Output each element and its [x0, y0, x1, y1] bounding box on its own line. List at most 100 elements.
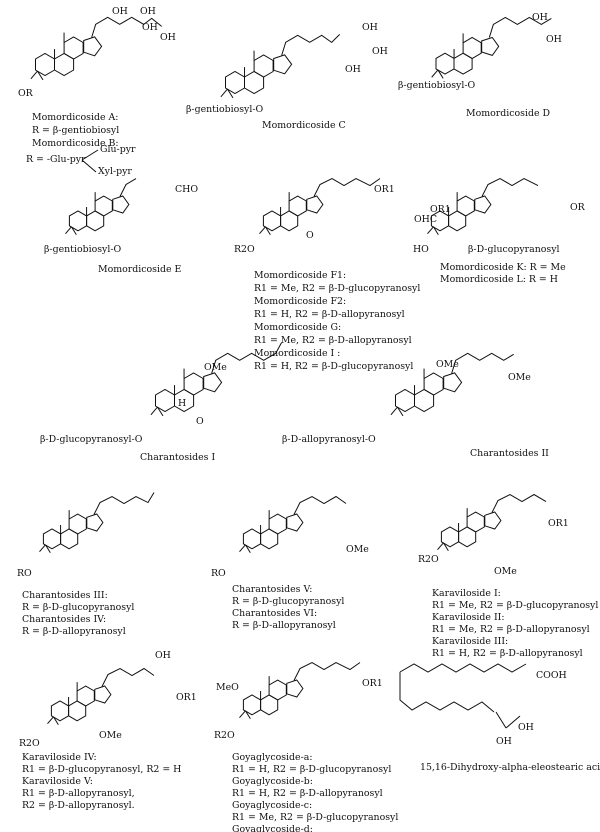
oh-label: OH	[142, 22, 158, 33]
fatty-acid-chain-bottom	[399, 672, 495, 713]
caption-mF-7: R1 = H, R2 = β-D-glucopyranosyl	[254, 361, 413, 372]
caption-kIV-2: Karaviloside V:	[22, 776, 93, 787]
ring-d	[273, 54, 293, 75]
caption-mF-1: R1 = Me, R2 = β-D-glucopyranosyl	[254, 283, 420, 294]
caption-gy-1: R1 = H, R2 = β-D-glucopyranosyl	[232, 764, 391, 775]
karaviloside-iv-side-chain	[101, 667, 155, 687]
momordicoside-k-side-chain	[481, 177, 539, 197]
caption-kI-2: Karaviloside II:	[432, 612, 505, 623]
fatty-acid-chain-top	[399, 663, 527, 673]
caption-gy-4: Goyaglycoside-c:	[232, 800, 312, 811]
caption-mF-6: Momordicoside I :	[254, 348, 340, 359]
meo-label: MeO	[216, 682, 239, 693]
ring-c	[94, 195, 113, 217]
or1-label: OR1	[548, 518, 569, 529]
charantoside-ii-side-chain	[451, 352, 514, 374]
caption-cV-2: Charantosides VI:	[232, 608, 317, 619]
oh-label: OH	[140, 6, 156, 17]
ome-label: OMe	[99, 730, 122, 741]
ring-c	[268, 513, 287, 535]
caption-mF-4: Momordicoside G:	[254, 322, 341, 333]
or1-label: OR1	[374, 184, 395, 195]
caption-kI-3: R1 = Me, R2 = β-D-allopyranosyl	[432, 624, 590, 635]
mb-r-label: R = -Glu-pyr	[26, 154, 86, 165]
momordicoside-c-skeleton	[220, 50, 293, 99]
caption-mD-0: Momordicoside D	[466, 108, 550, 119]
momordicoside-c-side-chain	[281, 33, 341, 56]
ring-c	[63, 36, 84, 60]
karaviloside-i-side-chain	[491, 493, 547, 513]
ro-label: RO	[211, 568, 226, 579]
r2o-label: R2O	[19, 738, 40, 749]
momordicoside-f-side-chain	[313, 177, 381, 197]
momordicoside-d-skeleton	[431, 33, 500, 79]
ome-label: OMe	[346, 544, 369, 555]
oh-label: OH	[112, 6, 128, 17]
ome-label: OMe	[436, 359, 459, 370]
caption-mC-0: Momordicoside C	[262, 120, 346, 131]
glucopyranosyl-o-label: β-D-glucopyranosyl-O	[40, 434, 143, 445]
or1-label: OR1	[176, 692, 197, 703]
caption-cV-0: Charantosides V:	[232, 584, 312, 595]
oh-label: OH	[155, 650, 171, 661]
charantoside-i-skeleton	[150, 368, 223, 417]
caption-kIV-0: Karaviloside IV:	[22, 752, 97, 763]
ring-d	[112, 195, 130, 214]
gem-dimethyl	[437, 542, 449, 551]
karaviloside-i-skeleton	[437, 508, 502, 551]
gem-dimethyl	[220, 88, 234, 99]
momordicoside-k-skeleton	[427, 192, 492, 235]
caption-cIII-2: Charantosides IV:	[22, 614, 106, 625]
h-label: H	[178, 398, 186, 409]
caption-kIV-3: R1 = β-D-allopyranosyl,	[22, 788, 135, 799]
r2o-label: R2O	[234, 244, 255, 255]
momordicoside-e-side-chain	[119, 178, 137, 197]
ring-d	[83, 36, 103, 57]
gem-dimethyl	[30, 70, 44, 81]
caption-fa-0: 15,16-Dihydroxy-alpha-eleostearic acid	[420, 762, 600, 773]
ome-label: OMe	[204, 362, 227, 373]
o-bridge-label: O	[196, 416, 204, 427]
gentiobiosyl-label: β-gentiobiosyl-O	[44, 244, 122, 255]
cooh-label: COOH	[536, 670, 567, 681]
ring-d	[203, 372, 223, 393]
ring-c	[456, 195, 475, 217]
caption-gy-5: R1 = Me, R2 = β-D-glucopyranosyl	[232, 812, 398, 823]
caption-kIV-1: R1 = β-D-glucopyranosyl, R2 = H	[22, 764, 181, 775]
caption-cV-3: R = β-D-allopyranosyl	[232, 620, 336, 631]
or-label: OR	[18, 88, 34, 99]
gem-dimethyl	[65, 226, 77, 235]
caption-mA-0: Momordicoside A:	[32, 112, 118, 123]
charantoside-iii-side-chain	[93, 492, 155, 515]
caption-gy-6: Goyaglycoside-d:	[232, 824, 313, 832]
ring-c	[423, 372, 444, 396]
charantoside-ii-skeleton	[390, 368, 463, 417]
caption-cI-0: Charantosides I	[140, 452, 215, 463]
ring-c	[183, 372, 204, 396]
glucopyranosyl-label: β-D-glucopyranosyl	[468, 244, 560, 255]
mb-branch	[81, 149, 99, 173]
r2o-label: R2O	[418, 554, 439, 565]
momordicoside-d-side-chain	[488, 16, 552, 38]
ohc-label: OHC	[414, 214, 437, 225]
or1-label: OR1	[362, 678, 383, 689]
caption-mF-0: Momordicoside F1:	[254, 270, 346, 281]
ring-d	[94, 685, 112, 704]
caption-mA-2: Momordicoside B:	[32, 138, 119, 149]
caption-mK-0: Momordicoside K: R = Me	[440, 262, 566, 273]
ome-label: OMe	[508, 372, 531, 383]
caption-cII-0: Charantosides II	[470, 448, 549, 459]
charantoside-v-skeleton	[239, 510, 304, 553]
ring-d	[443, 372, 463, 393]
momordicoside-e-skeleton	[65, 192, 130, 235]
cho-label: CHO	[175, 184, 198, 195]
ring-c	[466, 511, 485, 533]
caption-cIII-0: Charantosides III:	[22, 590, 108, 601]
caption-cV-1: R = β-D-glucopyranosyl	[232, 596, 344, 607]
mb-xyl-label: Xyl-pyr	[98, 166, 132, 177]
charantoside-iii-skeleton	[39, 510, 104, 553]
allopyranosyl-o-label: β-D-allopyranosyl-O	[282, 434, 376, 445]
ring-c	[268, 679, 287, 701]
caption-mA-1: R = β-gentiobiosyl	[32, 125, 119, 136]
